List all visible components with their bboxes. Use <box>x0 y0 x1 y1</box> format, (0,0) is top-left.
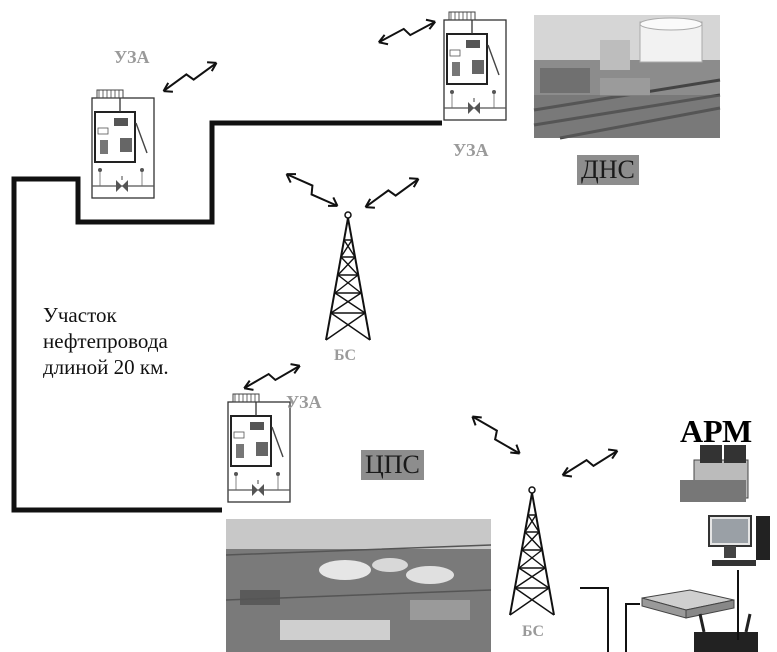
dns-label: ДНС <box>577 155 639 185</box>
wireless-link-icon <box>241 360 303 394</box>
wireless-link-icon <box>468 411 524 459</box>
wireless-link-icon <box>362 173 422 213</box>
uza-label: УЗА <box>453 140 489 160</box>
radio-tower-icon <box>509 486 555 616</box>
uza-unit-2 <box>443 11 507 121</box>
pipeline-caption: Участок нефтепровода длиной 20 км. <box>43 302 169 380</box>
dns-facility-photo <box>533 15 721 140</box>
uza-unit-3 <box>227 393 291 503</box>
network-switch-icon <box>641 589 735 619</box>
workstation-icon <box>708 515 770 566</box>
wireless-link-icon <box>160 57 220 97</box>
pipeline-caption-line: Участок <box>43 303 117 327</box>
bs-label: БС <box>334 347 357 364</box>
router-icon <box>694 613 758 652</box>
wireless-link-icon <box>376 16 438 48</box>
workstation-icon <box>680 445 749 502</box>
radio-tower-icon <box>325 211 371 341</box>
bs-label: БС <box>522 623 545 640</box>
cps-label: ЦПС <box>361 450 424 480</box>
arm-label: АРМ <box>680 413 753 449</box>
wireless-link-icon <box>559 445 621 481</box>
uza-label: УЗА <box>286 392 322 412</box>
pipeline-caption-line: нефтепровода <box>43 329 168 353</box>
wireless-link-icon <box>282 168 342 212</box>
pipeline-caption-line: длиной 20 км. <box>43 355 169 379</box>
cps-facility-photo <box>225 519 492 652</box>
uza-unit-1 <box>91 89 155 199</box>
pipeline-segment <box>11 120 442 513</box>
uza-label: УЗА <box>114 47 150 67</box>
